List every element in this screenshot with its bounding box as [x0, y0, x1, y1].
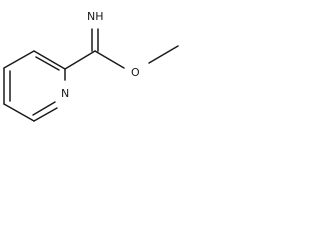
pyridine-ring — [3, 50, 66, 122]
carbon-oxygen-bond — [94, 50, 125, 69]
ether-oxygen-label: O — [131, 66, 140, 79]
imine-nh-label: NH — [87, 10, 104, 23]
ring-bond — [33, 50, 66, 70]
side-chain — [64, 28, 179, 70]
ring-nitrogen-label: N — [61, 87, 69, 100]
ring-to-carbon-bond — [64, 50, 96, 70]
oxygen-methyl-bond — [148, 45, 179, 64]
ring-bond — [33, 107, 58, 122]
ring-double-bond — [32, 101, 56, 116]
ring-bond — [3, 103, 35, 122]
molecule-diagram: NH N O — [3, 10, 179, 122]
ring-bond — [3, 50, 35, 69]
ring-double-bond — [35, 56, 60, 71]
structure-canvas: NH N O — [0, 0, 181, 133]
